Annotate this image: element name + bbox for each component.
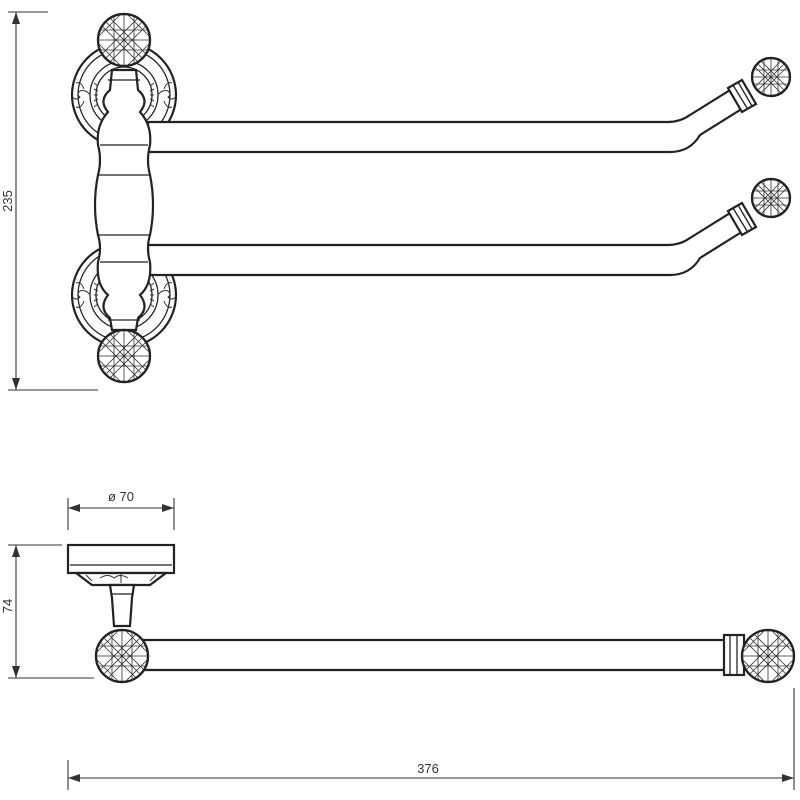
upper-arm [146,85,750,154]
side-neck [108,583,136,628]
height-dimension: 235 [0,11,98,391]
side-end-crystal [740,628,796,684]
top-view: 235 [0,11,792,391]
side-base-crystal [94,628,150,684]
lower-end-crystal [750,177,792,219]
depth-label: 74 [0,599,15,613]
upper-end-crystal [750,56,792,98]
lower-arm [146,208,750,277]
lower-arm-end-collar [726,201,758,237]
height-label: 235 [0,190,15,212]
depth-dimension: 74 [0,544,94,679]
length-label: 376 [417,761,439,776]
top-crystal [96,12,152,68]
central-column [93,68,155,332]
side-view: ø 70 74 376 [0,489,796,790]
upper-arm-end-collar [726,78,758,114]
length-dimension: 376 [67,688,795,790]
diameter-label: ø 70 [108,489,134,504]
bottom-crystal [96,328,152,384]
diameter-dimension: ø 70 [67,489,175,530]
wall-plate [66,543,176,587]
side-bar [138,638,730,672]
